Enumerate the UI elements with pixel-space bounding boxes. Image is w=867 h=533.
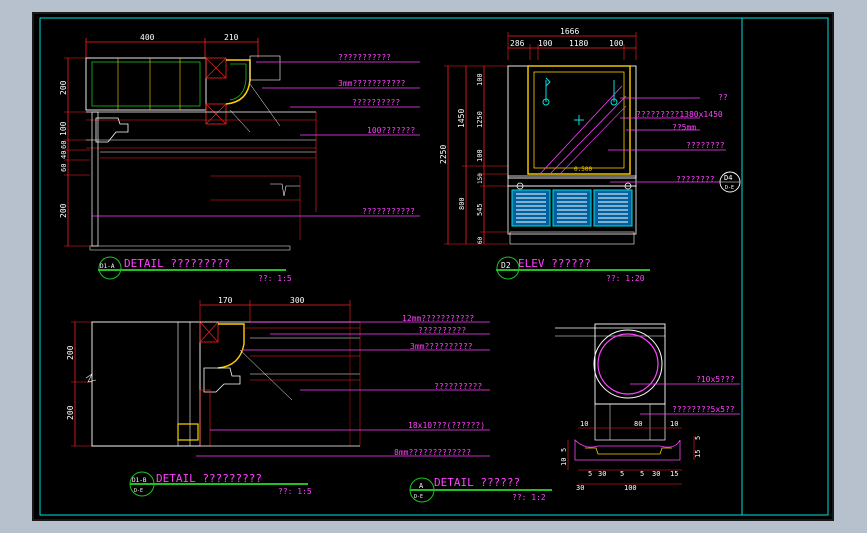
d2-dim-inner-5: 800 [458, 197, 466, 210]
d1a-note-3: ?????????? [352, 98, 400, 107]
d1a-dim-left-5: 60 [60, 164, 68, 172]
d1b-title: DETAIL ????????? [156, 472, 262, 485]
d1a-note-1: ??????????? [338, 53, 391, 62]
detail-a-dim-mid-3: 10 [670, 420, 678, 428]
d2-dim-inner-2: 1250 [476, 111, 484, 128]
detail-a-note-1: ?10x5??? [696, 375, 735, 384]
d2-note-4: ???????? [686, 141, 725, 150]
d2-dim-top-1: 286 [510, 39, 525, 48]
detail-a-dim-mid-1: 10 [580, 420, 588, 428]
d2-dim-top-4: 100 [609, 39, 624, 48]
d1a-note-4: 100??????? [367, 126, 415, 135]
d2-title: ELEV ?????? [518, 257, 591, 270]
d2-dim-top-3: 1180 [569, 39, 588, 48]
d1b-dim-left-1: 200 [66, 345, 75, 360]
detail-d1b: 170 300 200 200 [66, 296, 490, 497]
d1b-note-5: 18x10???(??????) [408, 421, 485, 430]
d2-bubble [496, 256, 520, 280]
detail-a-dim-total-2: 100 [624, 484, 637, 492]
d2-dim-total: 1666 [560, 27, 579, 36]
d2-small-label: 0.500 [574, 166, 592, 173]
d1a-bubble-label: D1-A [100, 263, 115, 270]
d1a-dim-left-2: 100 [59, 121, 68, 136]
d2-dim-inner-1: 100 [476, 73, 484, 86]
d2-dim-outer-2: 2250 [439, 145, 448, 164]
d1a-scale: ??: 1:5 [258, 274, 292, 283]
d1a-dim-left-1: 200 [59, 80, 68, 95]
d2-scale: ??: 1:20 [606, 274, 645, 283]
d2-cabinet-doors [511, 189, 633, 227]
d2-dim-inner-7: 60 [477, 236, 484, 244]
d2-dim-inner-6: 545 [476, 203, 484, 216]
d2-note-1: ?? [718, 93, 728, 102]
d1b-scale: ??: 1:5 [278, 487, 312, 496]
d1b-dim-top-2: 300 [290, 296, 305, 305]
d1b-dim-left-2: 200 [66, 405, 75, 420]
detail-a-dim-b6: 15 [670, 470, 678, 478]
d2-cabinet-louvers [516, 193, 628, 223]
d1b-bubble-bottom: D-E [134, 488, 143, 494]
d1b-dim-top-1: 170 [218, 296, 233, 305]
d1a-dim-left-3: 60 [60, 141, 68, 149]
detail-a-dim-right-1: 5 [694, 436, 702, 440]
detail-a-dim-side-2: 5 [560, 448, 568, 452]
d1a-dim-left-6: 200 [59, 203, 68, 218]
d2-dim-inner-4: 150 [477, 173, 484, 184]
d1a-title: DETAIL ????????? [124, 257, 230, 270]
detail-a-dim-side-1: 10 [560, 458, 568, 466]
d1a-dim-left-4: 40 [60, 151, 68, 159]
d2-note-3: ??5mm [672, 123, 696, 132]
detail-a-dim-mid-2: 80 [634, 420, 642, 428]
d1b-note-3: 3mm?????????? [410, 342, 473, 351]
d1b-note-2: ?????????? [418, 326, 466, 335]
d2-note-5: ???????? [676, 175, 715, 184]
detail-a-scale: ??: 1:2 [512, 493, 546, 502]
detail-a-title: DETAIL ?????? [434, 476, 520, 489]
detail-a-bubble-top: A [419, 482, 424, 490]
detail-a-dim-b1: 5 [588, 470, 592, 478]
detail-a-dim-b4: 5 [640, 470, 644, 478]
d2-note-2: ?????????1380x1450 [636, 110, 723, 119]
detail-d1a: 400 210 200 100 60 40 60 200 [59, 33, 420, 283]
d2-mark-d4-label: D4 [724, 174, 732, 182]
d1a-dim-top-1: 400 [140, 33, 155, 42]
detail-a: ?10x5??? ????????5x5?? 10 80 10 5 30 5 5… [409, 323, 740, 503]
detail-a-bubble-bottom: D-E [414, 494, 423, 500]
d2-mark-d4-sub: D-E [725, 185, 734, 191]
d2-bubble-label: D2 [501, 261, 511, 270]
detail-a-dim-total-1: 30 [576, 484, 584, 492]
d1b-note-4: ?????????? [434, 382, 482, 391]
d1b-note-1: 12mm??????????? [402, 314, 474, 323]
d1a-note-2: 3mm??????????? [338, 79, 406, 88]
d2-dim-outer-1: 1450 [457, 109, 466, 128]
detail-a-dim-b3: 5 [620, 470, 624, 478]
detail-a-dim-right-2: 15 [694, 450, 702, 458]
d2-dim-inner-3: 100 [476, 149, 484, 162]
detail-a-profile-circle [593, 329, 663, 399]
detail-a-dim-b5: 30 [652, 470, 660, 478]
d1a-bubble [98, 256, 122, 280]
elev-d2: 1666 286 100 1180 100 1450 2250 100 1250… [439, 27, 741, 283]
d1b-note-6: 8mm????????????? [394, 448, 471, 457]
paper-background [32, 12, 834, 521]
d1a-dim-top-2: 210 [224, 33, 239, 42]
detail-a-note-2: ????????5x5?? [672, 405, 735, 414]
d1b-bubble-top: D1-B [132, 477, 147, 484]
d2-dim-top-2: 100 [538, 39, 553, 48]
sheet-border [39, 17, 829, 516]
d1a-note-5: ??????????? [362, 207, 415, 216]
detail-a-dim-b2: 30 [598, 470, 606, 478]
